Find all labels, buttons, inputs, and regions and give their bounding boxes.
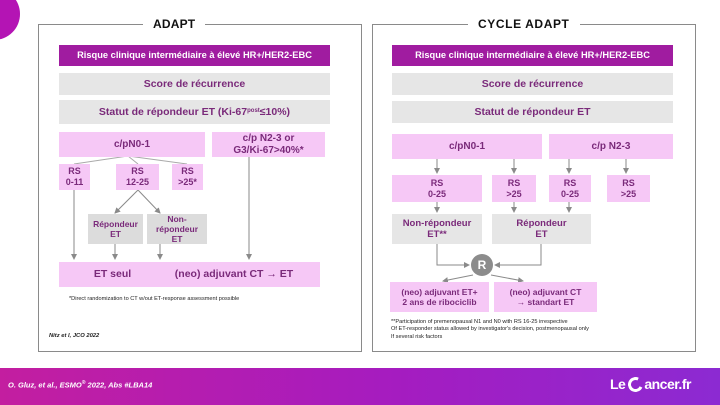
et-responder-box: Répondeur ET — [492, 214, 591, 244]
footnote: *Direct randomization to CT w/out ET-res… — [69, 296, 240, 302]
reference: Nitz et l, JCO 2022 — [49, 333, 100, 339]
arm2-line1: (neo) adjuvant CT — [509, 286, 582, 297]
rs-box: RS 0-25 — [392, 175, 482, 202]
et-responder-status-box: Statut de répondeur ET — [392, 101, 673, 123]
statut-sub: post — [247, 108, 260, 115]
arrow — [490, 274, 524, 284]
rs-box: RS >25 — [607, 175, 650, 202]
connector — [127, 155, 139, 165]
footnote-line: Of ET-responder status allowed by invest… — [391, 326, 589, 333]
arrow — [494, 244, 542, 268]
ribociclib-arm-box: (neo) adjuvant ET+ 2 ans de ribociclib — [390, 282, 489, 312]
arrow — [436, 244, 470, 268]
rs-range: 0-25 — [560, 188, 579, 199]
node-n0-1-box: c/pN0-1 — [59, 132, 205, 157]
rs-label: RS — [68, 166, 81, 177]
recurrence-score-box: Score de récurrence — [59, 73, 330, 95]
risk-header: Risque clinique intermédiaire à élevé HR… — [59, 45, 330, 66]
node-n2-3-box: c/p N2-3 or G3/Ki-67>40%* — [212, 132, 325, 157]
citation: O. Gluz, et al., ESMO® 2022, Abs #LBA14 — [8, 380, 152, 390]
rs-range: 0-11 — [65, 177, 84, 187]
node-n0-1-box: c/pN0-1 — [392, 134, 542, 159]
non-responder-line1: Non-répondeur — [155, 213, 199, 234]
adapt-panel: ADAPT Risque clinique intermédiaire à él… — [38, 16, 362, 352]
responder-line2: ET — [535, 229, 548, 240]
arm1-line2: 2 ans de ribociclib — [402, 297, 477, 307]
footer-band: O. Gluz, et al., ESMO® 2022, Abs #LBA14 … — [0, 368, 720, 405]
node-b-line1: c/p N2-3 or — [242, 132, 295, 144]
recurrence-score-box: Score de récurrence — [392, 73, 673, 95]
statut-prefix: Statut de répondeur ET (Ki-67 — [98, 105, 248, 118]
arrow — [137, 189, 161, 214]
rs-box: RS 0-25 — [549, 175, 591, 202]
node-b-line2: G3/Ki-67>40%* — [233, 144, 304, 156]
rs-box: RS >25* — [172, 164, 203, 190]
citation-prefix: O. Gluz, et al., ESMO — [8, 380, 82, 390]
le-cancer-logo: Le ancer.fr — [610, 374, 691, 394]
node-n2-3-box: c/p N2-3 — [549, 134, 673, 159]
arm2-line2: → standart ET — [516, 297, 575, 307]
arm1-line1: (neo) adjuvant ET+ — [401, 286, 478, 297]
statut-suffix: ≤10%) — [259, 105, 291, 118]
rs-range: >25 — [620, 188, 637, 199]
rs-box: RS 0-11 — [59, 164, 90, 190]
rs-label: RS — [507, 177, 521, 188]
non-responder-line1: Non-répondeur — [402, 217, 472, 229]
responder-line1: Répondeur — [93, 218, 138, 229]
connector — [127, 155, 188, 165]
responder-line1: Répondeur — [516, 217, 567, 229]
cycle-adapt-panel: CYCLE ADAPT Risque clinique intermédiair… — [372, 16, 696, 352]
citation-sup: ® — [81, 380, 86, 386]
citation-suffix: 2022, Abs #LBA14 — [85, 380, 153, 390]
rs-range: 12-25 — [125, 177, 150, 187]
corner-decoration — [0, 0, 20, 40]
footnote-line: If several risk factors — [391, 333, 443, 340]
panel-title: CYCLE ADAPT — [468, 16, 580, 32]
connector — [73, 155, 129, 165]
panel-title: ADAPT — [143, 16, 206, 32]
arrow — [114, 189, 139, 214]
et-responder-box: Répondeur ET — [88, 214, 143, 244]
randomization-circle: R — [471, 254, 493, 276]
footnote-line: **Participation of premenopausal N1 and … — [391, 319, 568, 325]
rs-label: RS — [181, 166, 194, 177]
logo-right: ancer.fr — [644, 376, 691, 392]
rs-range: 0-25 — [427, 188, 446, 199]
chemotherapy-arm-box: (neo) adjuvant CT → standart ET — [494, 282, 597, 312]
non-responder-line2: ET — [171, 234, 183, 245]
logo-left: Le — [610, 376, 626, 392]
responder-line2: ET — [110, 229, 121, 239]
rs-range: >25* — [178, 177, 197, 187]
risk-header: Risque clinique intermédiaire à élevé HR… — [392, 45, 673, 66]
et-responder-status-box: Statut de répondeur ET (Ki-67 post ≤10%) — [59, 100, 330, 124]
cycle-adapt-connectors — [434, 159, 629, 284]
rs-range: >25 — [506, 188, 522, 199]
rs-label: RS — [622, 177, 635, 188]
footnote: **Participation of premenopausal N1 and … — [391, 319, 589, 341]
et-non-responder-box: Non-répondeur ET** — [392, 214, 482, 244]
et-non-responder-box: Non-répondeur ET — [147, 214, 207, 244]
logo-c-icon — [626, 374, 646, 394]
non-responder-line2: ET** — [427, 229, 447, 240]
adapt-connectors — [71, 155, 252, 260]
rs-label: RS — [563, 177, 577, 188]
neo-adjuvant-box: (neo) adjuvant CT → ET — [148, 262, 320, 287]
rs-box: RS >25 — [492, 175, 536, 202]
rs-box: RS 12-25 — [116, 164, 159, 190]
rs-label: RS — [131, 166, 144, 177]
rs-label: RS — [430, 177, 444, 188]
arrow — [442, 274, 474, 283]
